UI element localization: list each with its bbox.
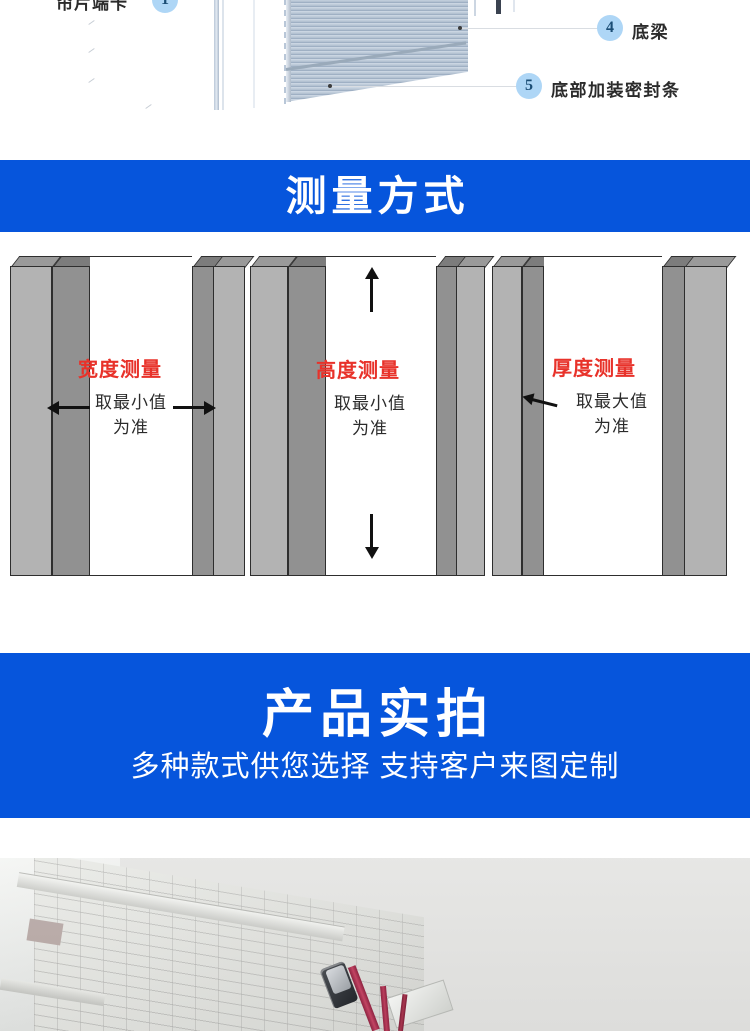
section-banner-product-title: 产品实拍	[261, 685, 494, 744]
door-opening-width	[90, 256, 192, 576]
door-opening-height	[326, 256, 436, 576]
door-dark-post	[496, 0, 501, 14]
wall-slab-inner-left	[522, 256, 554, 576]
callout-label-4: 底梁	[632, 23, 669, 42]
callout-badge-4: 4	[597, 15, 623, 41]
wall-slab-outer-right	[213, 256, 255, 576]
measurement-panels: 宽度测量 取最小值 为准 高度测量 取最小值 为准	[0, 232, 750, 652]
door-right-edge	[474, 0, 476, 16]
leader-dot-4	[458, 26, 462, 30]
door-guide-rail-inner	[222, 0, 224, 110]
arrow-height-up	[364, 267, 379, 312]
measurement-panel-height: 高度测量 取最小值 为准	[250, 256, 495, 576]
measure-title-thickness: 厚度测量	[552, 358, 636, 380]
leader-line-4	[460, 28, 598, 29]
shutter-door-diagram: 帘片端卡 1 4 底梁 5 底部加装密封条	[0, 0, 750, 160]
wall-slab-outer-right	[456, 256, 495, 576]
door-guide-rail-left	[214, 0, 219, 110]
arrow-width-right	[173, 400, 216, 415]
wall-slab-inner-left	[288, 256, 336, 576]
diagram-tick-mark	[145, 104, 152, 109]
diagram-tick-mark	[88, 48, 95, 53]
white-spacer	[0, 818, 750, 858]
callout-label-1: 帘片端卡	[56, 0, 128, 13]
leader-dot-5	[328, 84, 332, 88]
section-banner-product-subtitle: 多种款式供您选择 支持客户来图定制	[130, 750, 620, 783]
diagram-tick-mark	[88, 20, 95, 25]
section-banner-product-photos: 产品实拍 多种款式供您选择 支持客户来图定制	[0, 653, 750, 818]
arrow-height-down	[364, 514, 379, 559]
measure-note-thickness: 取最大值 为准	[576, 392, 648, 436]
leader-line-5	[330, 86, 518, 87]
wall-slab-outer-right	[684, 256, 737, 576]
door-right-trim	[513, 0, 515, 12]
wall-slab-outer-left	[250, 256, 298, 576]
measurement-panel-width: 宽度测量 取最小值 为准	[10, 256, 255, 576]
shutter-left-edge	[286, 0, 291, 102]
measure-title-height: 高度测量	[316, 360, 400, 382]
section-banner-measurement: 测量方式	[0, 160, 750, 232]
measure-note-width: 取最小值 为准	[95, 393, 167, 437]
callout-label-5: 底部加装密封条	[551, 81, 681, 100]
measurement-panel-thickness: 厚度测量 取最大值 为准	[492, 256, 737, 576]
callout-badge-5: 5	[516, 73, 542, 99]
measure-title-width: 宽度测量	[78, 359, 162, 381]
wall-slab-outer-left	[492, 256, 532, 576]
callout-badge-1: 1	[152, 0, 178, 13]
door-dashed-guide	[284, 0, 286, 106]
measure-note-height: 取最小值 为准	[334, 394, 406, 438]
door-frame-line	[253, 0, 255, 108]
product-photo	[0, 858, 750, 1031]
arrow-width-left	[47, 400, 90, 415]
door-opening-thickness	[544, 256, 662, 576]
diagram-tick-mark	[88, 78, 95, 83]
wall-slab-outer-left	[10, 256, 62, 576]
section-banner-measurement-title: 测量方式	[285, 172, 470, 219]
wall-slab-inner-left	[52, 256, 100, 576]
